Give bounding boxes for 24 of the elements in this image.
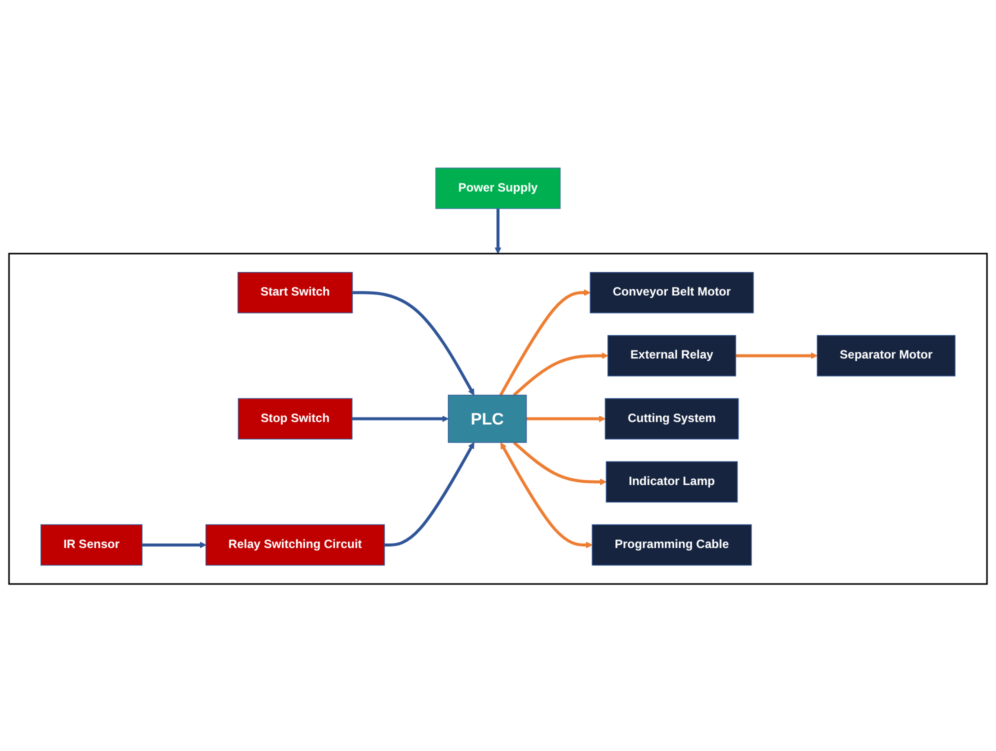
arrow xyxy=(512,440,607,485)
arrow xyxy=(512,352,608,396)
arrow xyxy=(352,290,474,395)
arrow xyxy=(736,352,818,359)
node-box: Stop Switch xyxy=(238,398,352,439)
node-box: Start Switch xyxy=(238,272,353,313)
arrow xyxy=(526,415,606,422)
arrow xyxy=(142,541,206,548)
node-box: Programming Cable xyxy=(592,524,752,566)
arrow xyxy=(494,208,502,254)
arrow xyxy=(499,288,590,396)
cluster xyxy=(8,252,988,584)
node-box: PLC xyxy=(448,394,527,442)
node-box: Power Supply xyxy=(435,167,561,208)
arrow xyxy=(384,442,474,546)
node-box: Relay Switching Circuit xyxy=(206,524,385,566)
node-box: Conveyor Belt Motor xyxy=(590,272,754,313)
node-box: External Relay xyxy=(608,334,736,376)
node-box: IR Sensor xyxy=(40,524,142,566)
node-box: Cutting System xyxy=(604,398,739,439)
arrow xyxy=(352,415,449,422)
node-box: Indicator Lamp xyxy=(606,460,738,502)
node-box: Separator Motor xyxy=(816,334,956,376)
arrow xyxy=(500,442,592,548)
